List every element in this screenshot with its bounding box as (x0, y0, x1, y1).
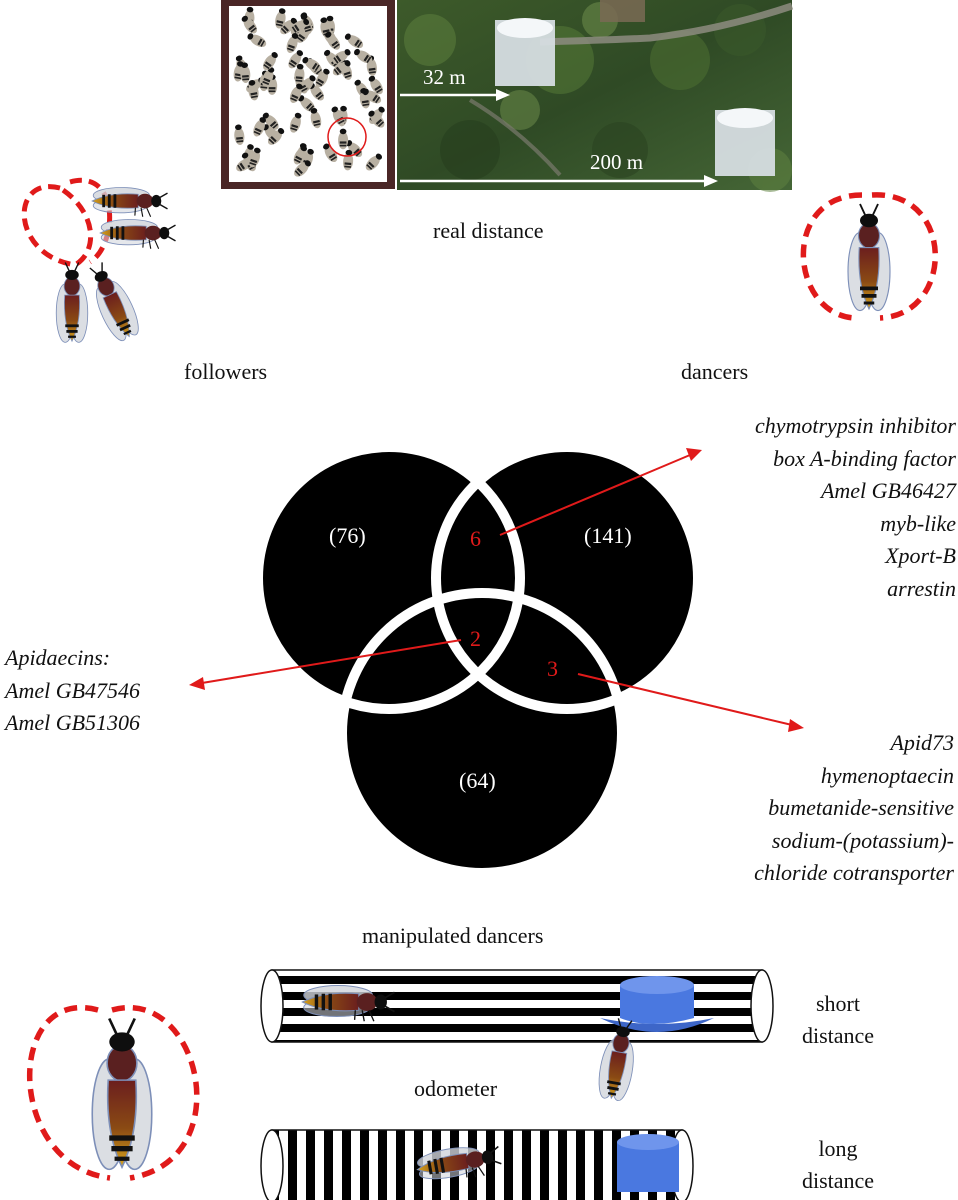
gene-item: arrestin (887, 575, 956, 601)
gene-list-dancers-manipulated: Apid73 hymenoptaecin bumetanide-sensitiv… (754, 727, 954, 890)
tunnel-label-short: short distance (768, 988, 908, 1052)
gene-item: Amel GB51306 (5, 710, 141, 735)
honeybee-icon (55, 261, 89, 344)
arrow-200m (400, 175, 718, 187)
gene-item: bumetanide-sensitive (768, 795, 954, 820)
tunnel-label-line: distance (801, 1023, 875, 1048)
honeybee-icon (80, 257, 145, 345)
venn-count-dancers: (141) (584, 523, 632, 548)
gene-item: chloride cotransporter (754, 860, 954, 885)
hive-box-icon (715, 108, 775, 176)
gene-item: Amel GB46427 (820, 478, 956, 503)
gene-item: Apid73 (890, 730, 954, 755)
manipulated-dancer-illustration (27, 1004, 200, 1181)
venn-count-all-three: 2 (470, 626, 481, 651)
tunnel-label-line: short (816, 991, 860, 1016)
gene-item: box A-binding factor (773, 445, 956, 471)
tunnel-long (260, 1129, 694, 1200)
venn-diagram (253, 442, 703, 878)
satellite-map (397, 0, 794, 192)
gene-item: chymotrypsin inhibitor (754, 413, 956, 438)
venn-count-manipulated: (64) (459, 768, 496, 793)
honeybee-icon (99, 218, 177, 250)
group-label-followers: followers (184, 359, 268, 384)
group-label-dancers: dancers (681, 359, 749, 384)
gene-item: Xport-B (885, 543, 956, 568)
tunnel-short (260, 969, 774, 1103)
focal-bee-circle (327, 117, 367, 157)
venn-count-followers: (76) (329, 523, 366, 548)
venn-count-followers-dancers: 6 (470, 526, 481, 551)
honeybee-icon (846, 202, 892, 312)
gene-list-all-three: Apidaecins: Amel GB47546 Amel GB51306 (5, 642, 140, 740)
gene-item: myb-like (880, 510, 956, 536)
feeder-hat-icon (600, 976, 714, 1032)
tunnel-label-long: long distance (768, 1133, 908, 1197)
group-label-manipulated: manipulated dancers (362, 923, 544, 948)
tunnel-label-line: long (818, 1136, 858, 1161)
odometer-label: odometer (414, 1076, 498, 1101)
gene-item: Amel GB47546 (5, 677, 141, 703)
gene-item: Apidaecins: (5, 645, 111, 670)
gene-item: hymenoptaecin (820, 762, 954, 788)
distance-label-far: 200 m (590, 150, 644, 174)
hive-frame (221, 0, 395, 189)
feeder-hat-icon (617, 1134, 679, 1192)
arrow-32m (400, 89, 510, 101)
distance-label-near: 32 m (423, 65, 466, 89)
venn-count-dancers-manipulated: 3 (547, 656, 558, 681)
honeybee-icon (90, 1016, 154, 1172)
honeybee-icon (91, 186, 169, 218)
callout-arrows (189, 448, 804, 732)
gene-item: sodium-(potassium)- (771, 827, 954, 853)
followers-illustration (21, 177, 177, 345)
venn-circle-manipulated (342, 593, 622, 873)
dancer-illustration (800, 192, 938, 321)
map-caption: real distance (433, 218, 544, 243)
gene-list-followers-dancers: chymotrypsin inhibitor box A-binding fac… (755, 410, 956, 605)
hive-box-icon (495, 18, 555, 86)
tunnel-label-line: distance (801, 1168, 875, 1193)
